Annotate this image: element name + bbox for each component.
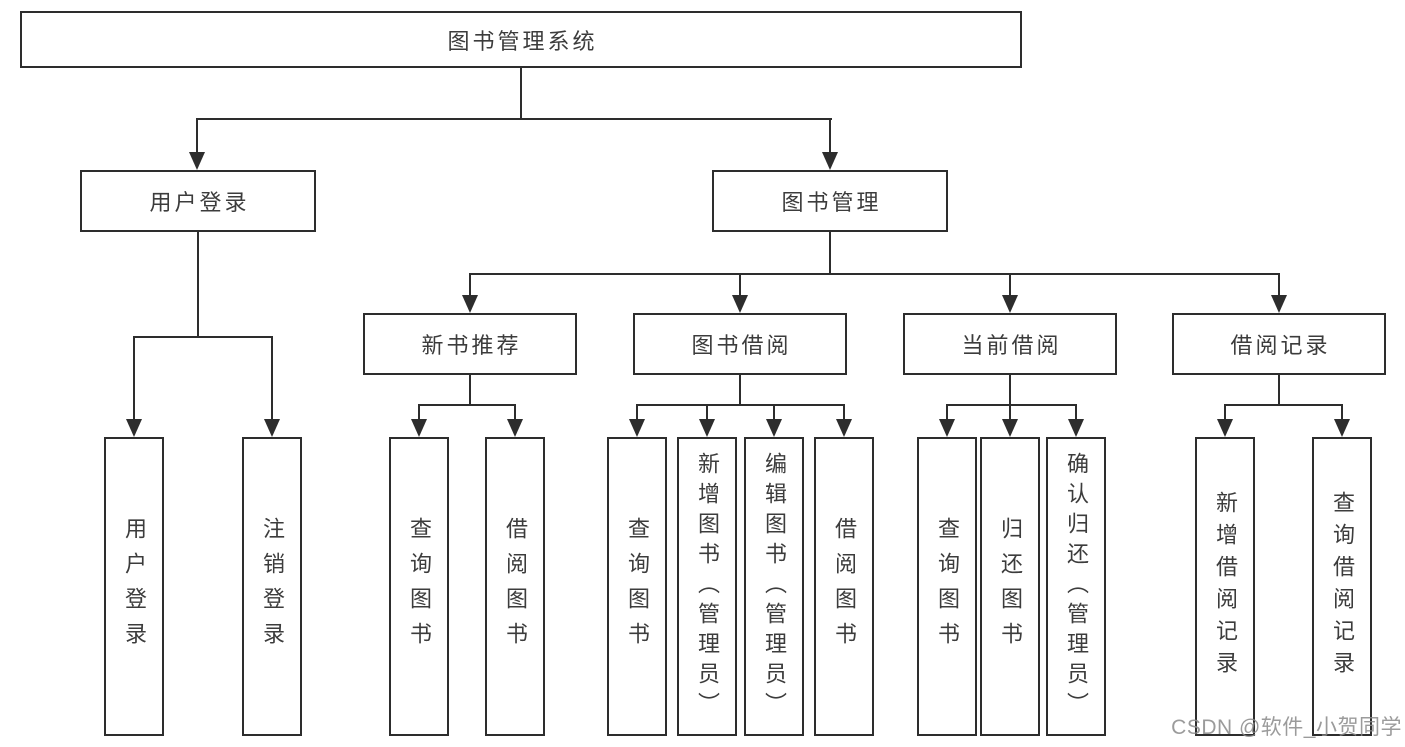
connector-line	[829, 118, 831, 156]
connector-line	[520, 68, 522, 120]
node-leaf-user-login: 用户登录	[104, 437, 164, 736]
connector-line	[469, 273, 1280, 275]
connector-line	[1278, 375, 1280, 406]
connector-arrowhead	[836, 419, 852, 437]
connector-line	[636, 404, 638, 422]
node-leaf-cb-return-book: 归还图书	[980, 437, 1040, 736]
connector-line	[829, 232, 831, 275]
connector-arrowhead	[939, 419, 955, 437]
connector-arrowhead	[1002, 419, 1018, 437]
connector-line	[706, 404, 708, 422]
connector-arrowhead	[699, 419, 715, 437]
node-leaf-rec-borrow-book: 借阅图书	[485, 437, 545, 736]
connector-line	[514, 404, 516, 422]
node-leaf-bb-edit-book-admin: 编辑图书（管理员）	[744, 437, 804, 736]
connector-line	[1009, 404, 1011, 422]
connector-line	[636, 404, 845, 406]
connector-line	[1075, 404, 1077, 422]
node-book-borrow: 图书借阅	[633, 313, 847, 375]
node-root: 图书管理系统	[20, 11, 1022, 68]
connector-arrowhead	[766, 419, 782, 437]
node-leaf-cb-query-book: 查询图书	[917, 437, 977, 736]
connector-line	[739, 375, 741, 406]
connector-line	[469, 375, 471, 406]
connector-arrowhead	[1002, 295, 1018, 313]
connector-arrowhead	[189, 152, 205, 170]
connector-line	[469, 273, 471, 297]
connector-arrowhead	[629, 419, 645, 437]
node-leaf-bb-add-book-admin: 新增图书（管理员）	[677, 437, 737, 736]
connector-arrowhead	[507, 419, 523, 437]
connector-line	[946, 404, 1077, 406]
node-leaf-cb-confirm-return-admin: 确认归还（管理员）	[1046, 437, 1106, 736]
node-new-book-recommend: 新书推荐	[363, 313, 577, 375]
connector-arrowhead	[1271, 295, 1287, 313]
connector-arrowhead	[264, 419, 280, 437]
node-leaf-rec-query-book: 查询图书	[389, 437, 449, 736]
connector-arrowhead	[1068, 419, 1084, 437]
connector-line	[1009, 375, 1011, 406]
node-borrow-record: 借阅记录	[1172, 313, 1386, 375]
connector-arrowhead	[732, 295, 748, 313]
connector-arrowhead	[1217, 419, 1233, 437]
node-book-management: 图书管理	[712, 170, 948, 232]
connector-line	[739, 273, 741, 297]
node-leaf-logout: 注销登录	[242, 437, 302, 736]
connector-line	[271, 336, 273, 422]
connector-line	[133, 336, 273, 338]
connector-line	[196, 118, 832, 120]
connector-line	[1341, 404, 1343, 422]
node-leaf-bb-query-book: 查询图书	[607, 437, 667, 736]
connector-arrowhead	[1334, 419, 1350, 437]
connector-line	[1278, 273, 1280, 297]
connector-line	[418, 404, 516, 406]
connector-arrowhead	[411, 419, 427, 437]
connector-line	[196, 118, 198, 156]
connector-arrowhead	[126, 419, 142, 437]
connector-line	[197, 232, 199, 338]
connector-line	[773, 404, 775, 422]
watermark: CSDN @软件_小贺同学	[1171, 716, 1402, 739]
node-current-borrow: 当前借阅	[903, 313, 1117, 375]
node-leaf-br-add-record: 新增借阅记录	[1195, 437, 1255, 736]
connector-arrowhead	[462, 295, 478, 313]
connector-arrowhead	[822, 152, 838, 170]
connector-line	[946, 404, 948, 422]
connector-line	[1224, 404, 1343, 406]
node-user-login: 用户登录	[80, 170, 316, 232]
connector-line	[133, 336, 135, 422]
connector-line	[843, 404, 845, 422]
connector-line	[1224, 404, 1226, 422]
connector-line	[1009, 273, 1011, 297]
connector-line	[418, 404, 420, 422]
node-leaf-bb-borrow-book: 借阅图书	[814, 437, 874, 736]
node-leaf-br-query-record: 查询借阅记录	[1312, 437, 1372, 736]
